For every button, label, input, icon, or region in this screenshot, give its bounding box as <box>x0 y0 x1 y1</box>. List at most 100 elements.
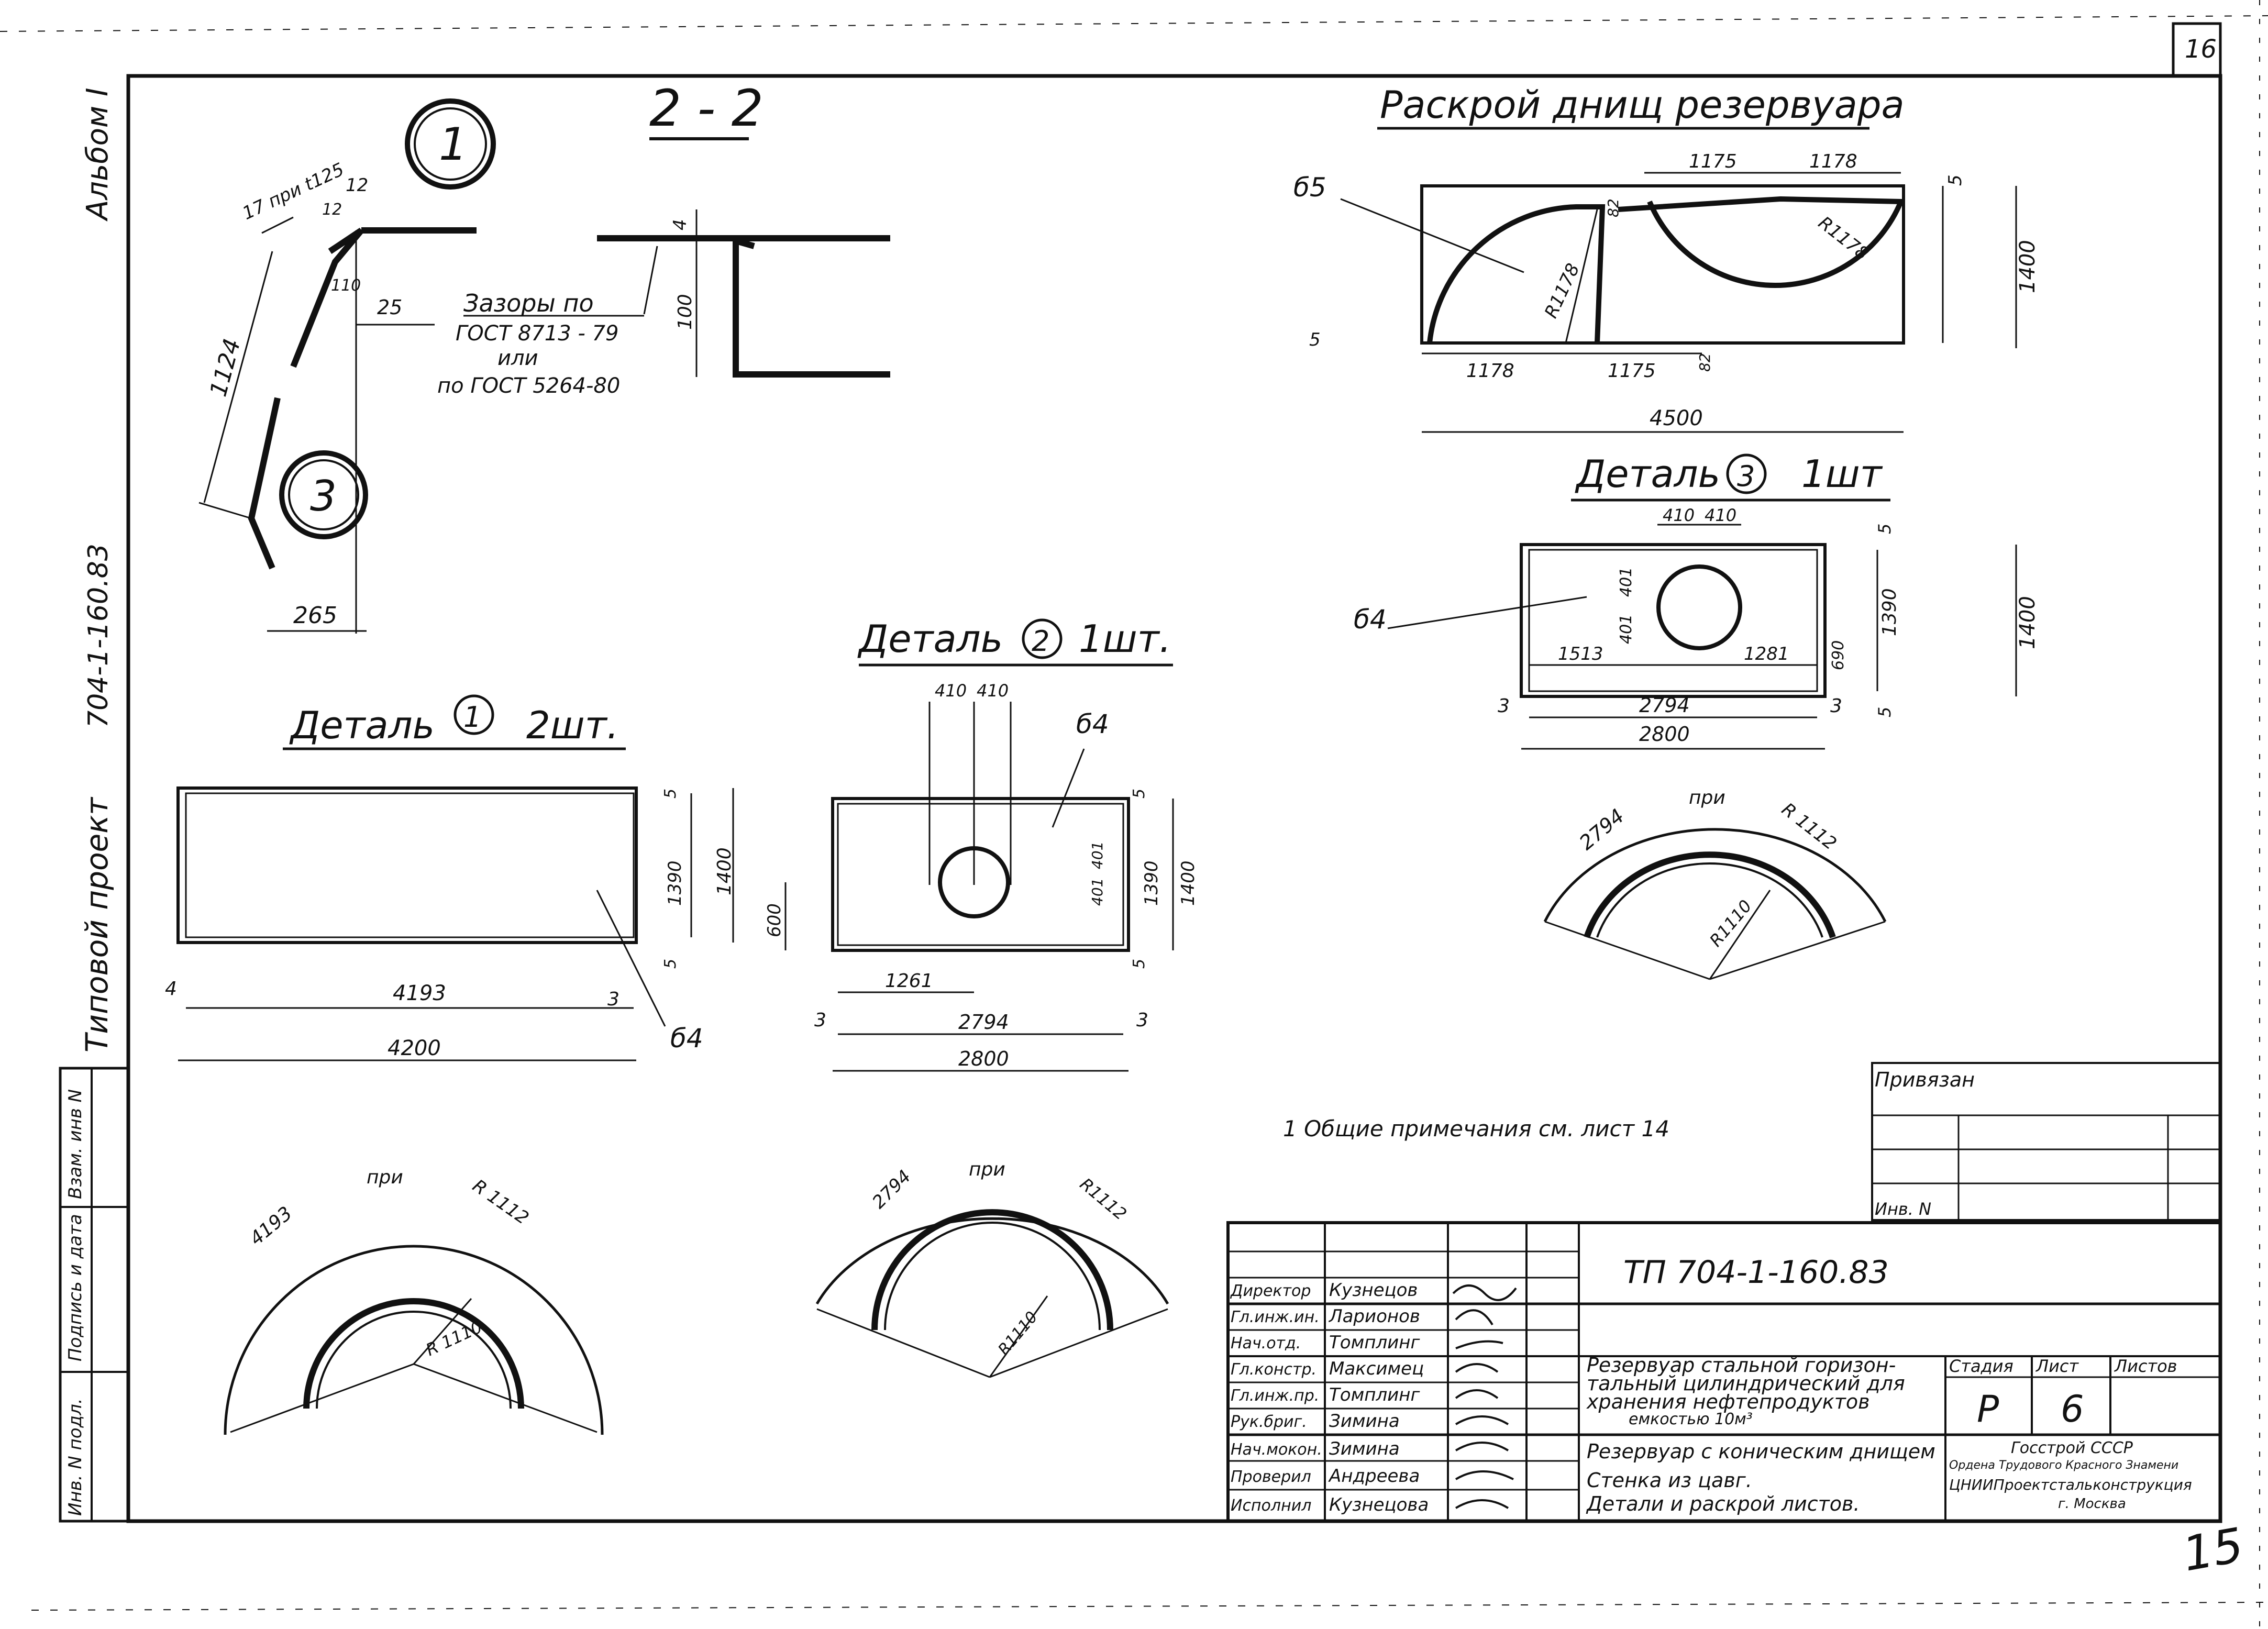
cut-dim-5-left: 5 <box>1309 329 1321 350</box>
d2-dim-410a: 410 <box>935 681 967 701</box>
d2-dim-2794: 2794 <box>958 1011 1009 1034</box>
role-4: Гл.инж.пр. <box>1231 1387 1319 1405</box>
half-disk-left <box>1427 204 1606 343</box>
d1-dim-1390: 1390 <box>665 860 685 906</box>
d2-dim-401b: 401 <box>1089 878 1106 906</box>
arc1-rout: R 1112 <box>469 1176 533 1229</box>
names-col: Кузнецов Ларионов Томплинг Максимец Томп… <box>1328 1280 1429 1515</box>
cut-dim-1178-top: 1178 <box>1809 151 1857 172</box>
name-6: Зимина <box>1329 1438 1400 1459</box>
detail3-mark: б4 <box>1354 604 1387 635</box>
detail1-plate <box>176 786 638 944</box>
detail2-qty: 1шт. <box>1079 617 1171 661</box>
cut-dim-82-top: 82 <box>1605 198 1622 217</box>
general-note: 1 Общие примечания см. лист 14 <box>1283 1116 1669 1142</box>
arc2-rout: R1112 <box>1076 1174 1131 1224</box>
role-8: Исполнил <box>1231 1497 1311 1515</box>
stage-value: Р <box>1977 1388 1999 1431</box>
org-2: Ордена Трудового Красного Знамени <box>1949 1459 2178 1472</box>
d2-dim-2800: 2800 <box>958 1047 1009 1070</box>
sheet-4500-rect <box>1420 184 1905 345</box>
sub-3: Детали и раскрой листов. <box>1586 1492 1860 1515</box>
dim-12b: 12 <box>322 201 342 219</box>
detail3-num: 3 <box>1737 460 1755 493</box>
stamp-inv-zam: Взам. инв N <box>65 1089 86 1199</box>
detail1-title: Деталь <box>289 703 435 747</box>
arc3-len: 2794 <box>1575 804 1629 855</box>
d3-dim-1390: 1390 <box>1879 588 1900 636</box>
role-5: Рук.бриг. <box>1231 1413 1307 1431</box>
roles-col: Директор Гл.инж.ин. Нач.отд. Гл.констр. … <box>1230 1282 1322 1515</box>
detail3-qty: 1шт <box>1801 452 1883 496</box>
sheet-number-box <box>2172 22 2222 77</box>
d3-dim-3a: 3 <box>1498 695 1510 717</box>
cutting-layout: Раскрой днищ резервуара б5 1175 1178 R11… <box>1293 83 2040 433</box>
desc-line-2: тальный цилиндрический для <box>1587 1372 1905 1395</box>
detail2-plate <box>831 797 1130 952</box>
dim-12a: 12 <box>346 175 368 196</box>
arc3-pri: при <box>1689 787 1725 808</box>
org-3: ЦНИИПроектстальконструкция <box>1949 1476 2192 1493</box>
signatures <box>1452 1284 1517 1509</box>
d1-dim-4: 4 <box>165 978 177 1000</box>
d2-dim-1400: 1400 <box>1178 860 1199 906</box>
detail3-title: Деталь <box>1575 452 1720 496</box>
d2-dim-600: 600 <box>764 903 785 937</box>
section-title: 2 - 2 <box>649 79 764 138</box>
org-1: Госстрой СССР <box>2011 1439 2133 1457</box>
detail2-num: 2 <box>1032 625 1049 658</box>
d2-dim-3b: 3 <box>1136 1010 1148 1031</box>
margin-album: Альбом I <box>81 88 115 221</box>
name-5: Зимина <box>1329 1411 1400 1432</box>
role-6: Нач.мокон. <box>1231 1440 1322 1459</box>
arc-detail-3: 2794 при R 1112 R1110 <box>1543 787 1887 980</box>
cut-dim-82-bot: 82 <box>1696 353 1713 372</box>
d3-dim-401a: 401 <box>1617 567 1635 597</box>
dim-1124: 1124 <box>205 336 246 399</box>
sub-1: Резервуар с коническим днищем <box>1587 1440 1935 1463</box>
role-3: Гл.констр. <box>1231 1360 1316 1379</box>
dim-100: 100 <box>674 294 696 330</box>
d3-dim-2800: 2800 <box>1639 723 1690 746</box>
org-4: г. Москва <box>2058 1496 2126 1512</box>
d3-dim-3b: 3 <box>1830 695 1842 717</box>
corner-mark: 15 <box>2179 1517 2248 1582</box>
d1-dim-4200: 4200 <box>388 1036 441 1060</box>
gap-note-1: Зазоры по <box>463 289 594 317</box>
role-1: Гл.инж.ин. <box>1231 1308 1320 1326</box>
sheet-frame <box>126 74 2222 1523</box>
d1-dim-3: 3 <box>607 989 619 1010</box>
sub-2: Стенка из цавг. <box>1587 1469 1752 1492</box>
arc1-len: 4193 <box>246 1203 296 1250</box>
tied-block: Привязан Инв. N <box>1871 1062 2221 1221</box>
name-8: Кузнецова <box>1329 1494 1429 1515</box>
detail1-mark: б4 <box>670 1023 703 1054</box>
d3-dim-410a: 410 <box>1663 505 1695 525</box>
callout-3-circle <box>279 450 368 539</box>
name-3: Максимец <box>1329 1358 1424 1379</box>
cutting-title: Раскрой днищ резервуара <box>1380 83 1905 127</box>
d1-dim-5b: 5 <box>661 959 680 969</box>
margin-stamp <box>59 1067 130 1523</box>
detail3-hole <box>1656 564 1742 650</box>
margin-code: 704-1-160.83 <box>83 544 114 728</box>
callout-1: 1 <box>439 118 468 171</box>
name-2: Томплинг <box>1329 1332 1421 1353</box>
tied-inv: Инв. N <box>1875 1199 1931 1219</box>
arc2-len: 2794 <box>868 1166 915 1213</box>
desc-line-3: хранения нефтепродуктов <box>1586 1390 1870 1413</box>
name-4: Томплинг <box>1329 1384 1421 1405</box>
d3-dim-690: 690 <box>1829 640 1847 670</box>
d2-dim-3a: 3 <box>814 1010 826 1031</box>
d3-dim-1400: 1400 <box>2016 596 2040 649</box>
d2-dim-1261: 1261 <box>885 970 933 992</box>
dim-265: 265 <box>293 602 337 629</box>
arc-detail-2: 2794 при R1112 R1110 <box>815 1159 1169 1378</box>
cut-dim-1178-bot: 1178 <box>1466 360 1514 382</box>
title-block: ТП 704-1-160.83 Директор Гл.инж.ин. Нач.… <box>1226 1221 2222 1523</box>
d3-dim-410b: 410 <box>1705 505 1736 525</box>
desc-line-1: Резервуар стальной горизон- <box>1587 1354 1896 1377</box>
callout-1-circle <box>405 98 496 190</box>
detail-1: Деталь 1 2шт. 5 5 1390 1400 4 3 4193 420… <box>165 694 735 1061</box>
